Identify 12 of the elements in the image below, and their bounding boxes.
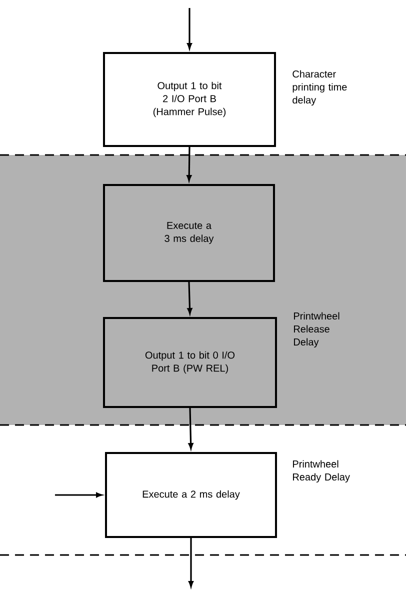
- process-box: Execute a 3 ms delay: [103, 184, 275, 282]
- process-box: Execute a 2 ms delay: [105, 452, 277, 538]
- arrow: [55, 492, 102, 498]
- arrow: [188, 408, 194, 450]
- arrow: [188, 538, 194, 588]
- process-box: Output 1 to bit 0 I/O Port B (PW REL): [103, 317, 277, 408]
- arrow: [187, 8, 192, 50]
- arrow: [186, 146, 192, 182]
- side-note: Printwheel Ready Delay: [293, 460, 350, 482]
- arrow: [187, 282, 192, 314]
- process-box: Output 1 to bit 2 I/O Port B (Hammer Pulse): [103, 52, 276, 147]
- side-note: Character printing time delay: [292, 70, 347, 106]
